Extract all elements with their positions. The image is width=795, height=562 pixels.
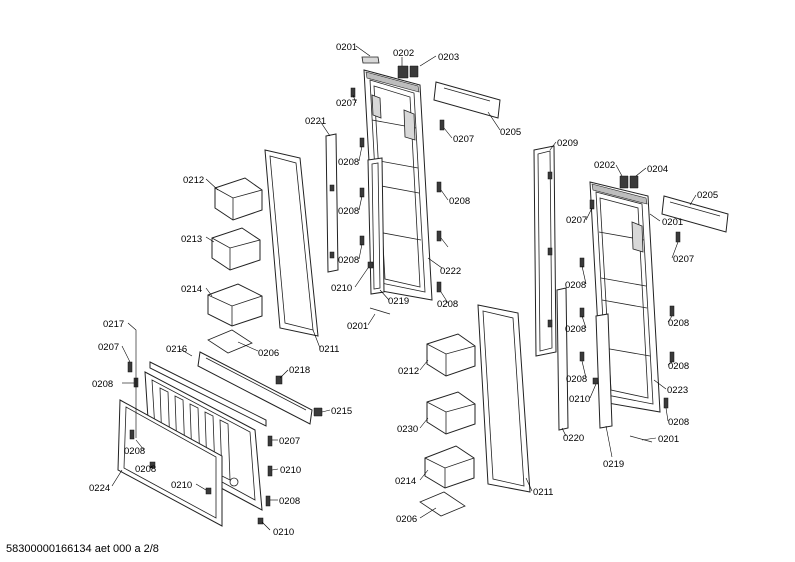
right-door-gasket [477,304,531,493]
drawer-top-trim [149,361,267,427]
part-label-0208: 0208 [92,379,113,390]
part-label-0205: 0205 [500,127,521,138]
part-label-0201: 0201 [658,434,679,445]
part-label-0204: 0204 [647,164,668,175]
part-label-0208: 0208 [135,464,156,475]
part-label-0210: 0210 [569,394,590,405]
part-label-0208: 0208 [279,496,300,507]
part-label-0213: 0213 [181,234,202,245]
left-upper-small-parts [350,56,501,315]
part-label-0208: 0208 [668,361,689,372]
part-label-0214: 0214 [395,476,416,487]
part-label-0208: 0208 [437,299,458,310]
left-door-shelves [207,177,263,354]
part-label-0211: 0211 [319,344,339,355]
part-label-0207: 0207 [673,254,694,265]
leader-lines [111,45,697,531]
part-label-0208: 0208 [668,417,689,428]
part-label-0201: 0201 [336,42,357,53]
part-label-0215: 0215 [331,406,352,417]
diagram-reference-code: 58300000166134 aet 000 a 2/8 [6,543,159,555]
part-label-0208: 0208 [565,280,586,291]
part-label-0201: 0201 [347,321,368,332]
part-number-labels: 0201 0202 0203 0207 0205 0221 0207 0208 0212 0208… [89,42,718,538]
part-label-0218: 0218 [289,365,310,376]
part-label-0219: 0219 [603,459,624,470]
part-label-0212: 0212 [398,366,419,377]
part-label-0207: 0207 [336,98,357,109]
part-label-0203: 0203 [438,52,459,63]
drawer-gasket [117,399,223,527]
part-label-0205: 0205 [697,190,718,201]
right-door-small-parts [579,175,729,443]
part-label-0219: 0219 [388,296,409,307]
part-label-0210: 0210 [331,283,352,294]
part-label-0201: 0201 [662,217,683,228]
part-label-0207: 0207 [279,436,300,447]
drawer-rail [197,351,313,425]
part-label-0210: 0210 [171,480,192,491]
part-label-0210: 0210 [280,465,301,476]
part-label-0207: 0207 [566,215,587,226]
part-label-0212: 0212 [183,175,204,186]
left-door-liner-strip [367,157,385,295]
part-label-0206: 0206 [258,348,279,359]
part-label-0216: 0216 [166,344,187,355]
right-door-shelves [419,333,476,517]
part-label-0208: 0208 [565,324,586,335]
part-label-0202: 0202 [393,48,414,59]
part-label-0208: 0208 [338,206,359,217]
part-label-0217: 0217 [103,319,124,330]
left-door-vertical-trim [325,133,339,273]
part-label-0208: 0208 [449,196,470,207]
part-label-0208: 0208 [668,318,689,329]
part-label-0224: 0224 [89,483,110,494]
part-label-0220: 0220 [563,433,584,444]
left-door-gasket [264,149,319,337]
right-door-side-trim [533,145,569,431]
part-label-0221: 0221 [305,116,326,127]
part-label-0208: 0208 [124,446,145,457]
part-label-0208: 0208 [338,255,359,266]
right-door-liner-strip [595,313,613,429]
part-label-0207: 0207 [98,342,119,353]
part-label-0223: 0223 [667,385,688,396]
part-label-0207: 0207 [453,134,474,145]
part-label-0208: 0208 [338,157,359,168]
part-label-0206: 0206 [396,514,417,525]
part-label-0208: 0208 [566,374,587,385]
part-label-0230: 0230 [397,424,418,435]
part-label-0202: 0202 [594,160,615,171]
part-label-0211: 0211 [533,487,553,498]
part-label-0210: 0210 [273,527,294,538]
part-label-0209: 0209 [557,138,578,149]
part-label-0214: 0214 [181,284,202,295]
part-label-0222: 0222 [440,266,461,277]
